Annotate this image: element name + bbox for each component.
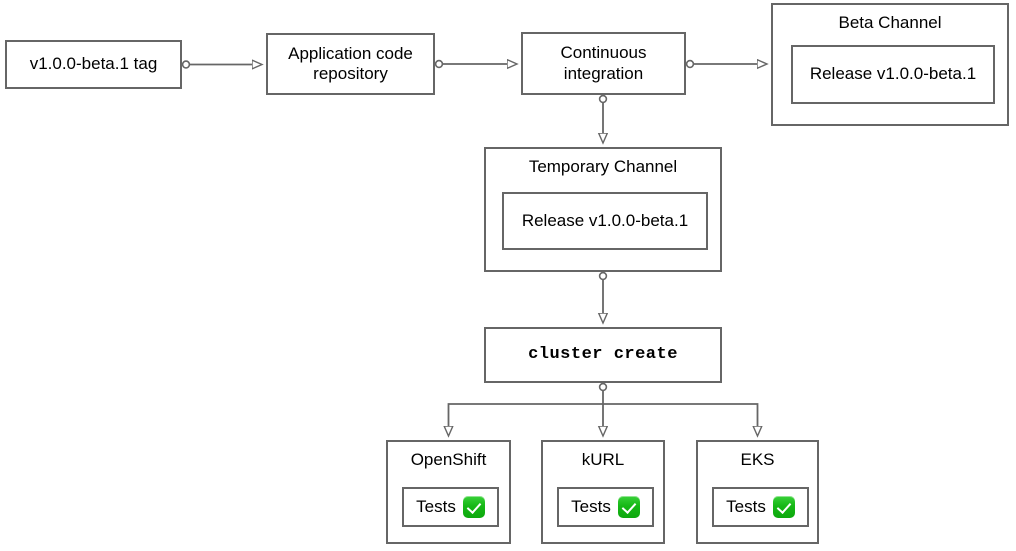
- application-code-repository-node[interactable]: Application code repository: [266, 33, 435, 95]
- continuous-integration-node[interactable]: Continuous integration: [521, 32, 686, 95]
- kurl-tests-box[interactable]: Tests: [557, 487, 654, 527]
- check-mark-icon: [462, 496, 485, 518]
- version-tag-node[interactable]: v1.0.0-beta.1 tag: [5, 40, 182, 89]
- version-tag-label: v1.0.0-beta.1 tag: [29, 54, 158, 74]
- beta-channel-group[interactable]: Beta Channel Release v1.0.0-beta.1: [771, 3, 1009, 126]
- application-code-repository-label: Application code repository: [288, 43, 413, 83]
- eks-group[interactable]: EKS Tests: [696, 440, 819, 544]
- eks-tests-label: Tests: [726, 496, 766, 516]
- edge-cluster-create-to-openshift: [449, 382, 608, 435]
- cluster-create-node[interactable]: cluster create: [484, 327, 722, 383]
- temporary-channel-title: Temporary Channel: [528, 157, 678, 176]
- kurl-group[interactable]: kURL Tests: [541, 440, 665, 544]
- cluster-create-label: cluster create: [528, 344, 678, 364]
- edge-ci-to-temporary-channel: [600, 94, 607, 142]
- edge-tag-to-repository: [181, 61, 261, 68]
- check-mark-icon: [617, 496, 640, 518]
- temporary-channel-release-box[interactable]: Release v1.0.0-beta.1: [502, 192, 708, 250]
- kurl-title: kURL: [581, 450, 625, 469]
- temporary-channel-release-label: Release v1.0.0-beta.1: [521, 210, 689, 230]
- eks-title: EKS: [740, 450, 775, 469]
- check-mark-icon: [772, 496, 795, 518]
- edge-temporary-channel-to-cluster-create: [600, 271, 607, 322]
- beta-channel-release-box[interactable]: Release v1.0.0-beta.1: [791, 45, 995, 104]
- temporary-channel-group[interactable]: Temporary Channel Release v1.0.0-beta.1: [484, 147, 722, 272]
- kurl-tests-label: Tests: [571, 496, 611, 516]
- beta-channel-release-label: Release v1.0.0-beta.1: [809, 64, 977, 84]
- edge-ci-to-beta-channel: [685, 61, 766, 68]
- eks-tests-box[interactable]: Tests: [712, 487, 809, 527]
- openshift-group[interactable]: OpenShift Tests: [386, 440, 511, 544]
- edge-repository-to-ci: [434, 61, 516, 68]
- openshift-tests-label: Tests: [416, 496, 456, 516]
- continuous-integration-label: Continuous integration: [560, 43, 647, 83]
- beta-channel-title: Beta Channel: [838, 13, 942, 32]
- edge-cluster-create-to-eks: [603, 403, 758, 435]
- openshift-title: OpenShift: [410, 450, 487, 469]
- openshift-tests-box[interactable]: Tests: [402, 487, 499, 527]
